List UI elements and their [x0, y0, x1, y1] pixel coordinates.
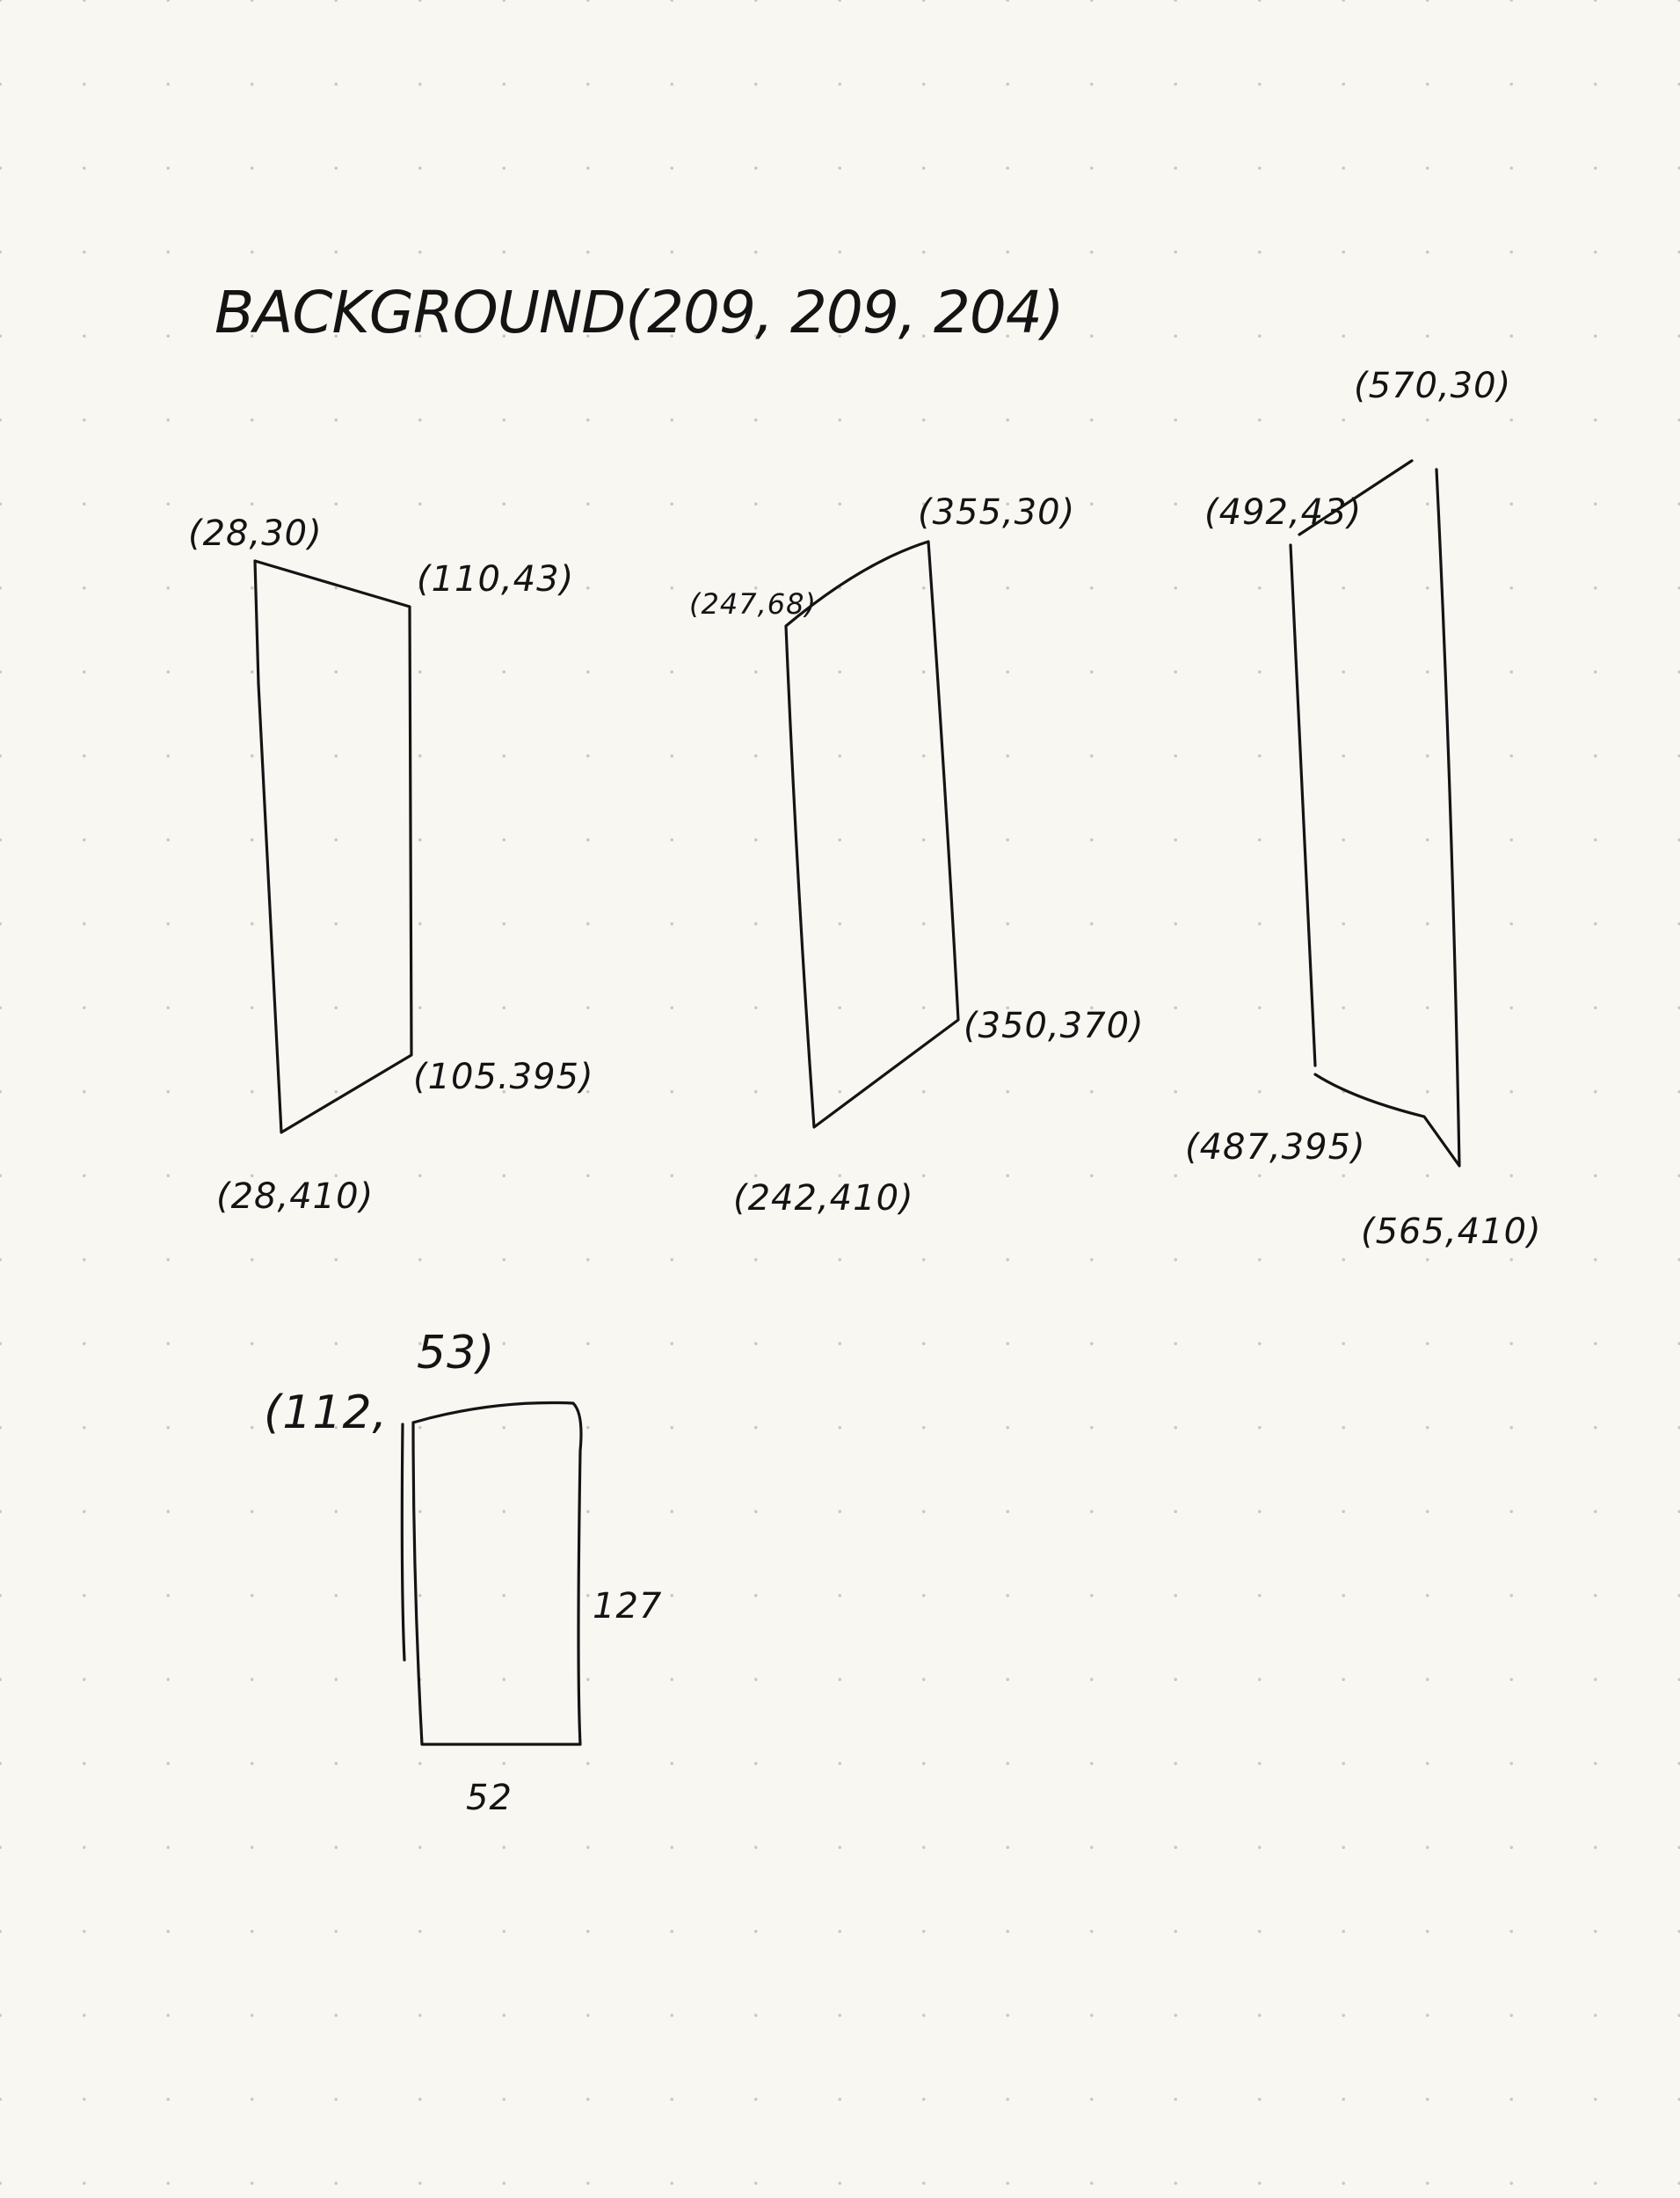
right-panel-edges [1289, 459, 1461, 1168]
small-rect-coord-label-a: (112, [264, 1386, 388, 1439]
left-panel-top-right-label: (110,43) [417, 559, 574, 600]
middle-panel-outline [784, 540, 960, 1129]
middle-panel-bottom-right-label: (350,370) [964, 1006, 1145, 1046]
middle-panel: (247,68) (355,30) (350,370) (242,410) [689, 492, 1145, 1219]
right-panel-bottom-right-label: (565,410) [1361, 1212, 1542, 1252]
middle-panel-top-left-label: (247,68) [689, 587, 817, 621]
small-rect-width-label: 52 [466, 1778, 513, 1818]
left-panel-bottom-right-label: (105.395) [413, 1057, 594, 1097]
right-panel-top-left-label: (492,43) [1204, 492, 1362, 533]
small-rect-coord-label-b: 53) [417, 1327, 495, 1379]
background-title: BACKGROUND(209, 209, 204) [215, 279, 1064, 346]
right-panel: (570,30) (492,43) (487,395) (565,410) [1185, 366, 1542, 1252]
left-panel: (28,30) (110,43) (105.395) (28,410) [188, 513, 594, 1217]
left-panel-top-left-label: (28,30) [188, 513, 323, 554]
small-rect-outline [400, 1401, 583, 1746]
middle-panel-bottom-left-label: (242,410) [733, 1178, 914, 1219]
right-panel-bottom-left-label: (487,395) [1185, 1127, 1366, 1168]
middle-panel-top-right-label: (355,30) [918, 492, 1075, 533]
left-panel-outline [253, 559, 413, 1134]
small-rect: (112, 53) 127 52 [264, 1327, 662, 1818]
small-rect-height-label: 127 [593, 1586, 662, 1627]
left-panel-bottom-left-label: (28,410) [216, 1176, 374, 1217]
right-panel-top-right-label: (570,30) [1354, 366, 1511, 406]
